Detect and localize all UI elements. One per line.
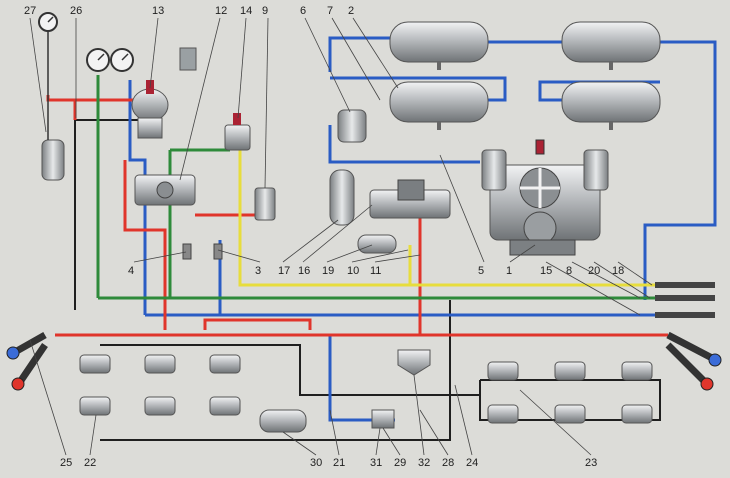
callout-12: 12 xyxy=(215,5,227,17)
oil-separator xyxy=(337,109,367,143)
driver-brake-valve xyxy=(131,80,169,139)
callout-17: 17 xyxy=(278,265,290,277)
relay-valve-lower xyxy=(371,409,395,429)
pressure-gauges xyxy=(38,12,134,140)
end-hoses xyxy=(6,282,722,391)
brake-cylinder-right-3 xyxy=(621,361,653,381)
top-switch-panel xyxy=(179,47,197,71)
callout-1: 1 xyxy=(506,265,512,277)
relay-valve-upper xyxy=(397,349,431,376)
brake-cylinder-right-1 xyxy=(487,361,519,381)
callout-18: 18 xyxy=(612,265,624,277)
pipe-black-right-loop xyxy=(479,379,661,421)
reservoir-bottom xyxy=(259,409,307,433)
callout-16: 16 xyxy=(298,265,310,277)
air-reservoirs xyxy=(41,21,661,433)
pipe-red-valve-loop xyxy=(203,318,312,330)
brake-cylinder-left-6 xyxy=(209,396,241,416)
pipe-blue-mid-link xyxy=(330,76,507,102)
brake-cylinder-right-4 xyxy=(487,404,519,424)
callout-3: 3 xyxy=(255,265,261,277)
pipe-blue-top-reservoirs xyxy=(328,36,390,72)
yellow-pipes xyxy=(238,140,655,287)
black-pipes xyxy=(74,119,661,441)
brake-cylinder-left-2 xyxy=(144,354,176,374)
filter-unit xyxy=(254,187,276,221)
brake-cylinder-right-2 xyxy=(554,361,586,381)
hose-left-upper xyxy=(6,331,47,360)
pipe-red-gauge-top xyxy=(46,95,77,120)
callout-5: 5 xyxy=(478,265,484,277)
callout-11: 11 xyxy=(370,265,381,277)
pipe-blue-to-compressor xyxy=(328,125,480,164)
reservoir-top-right xyxy=(561,21,661,70)
brake-cylinder-left-3 xyxy=(209,354,241,374)
callout-9: 9 xyxy=(262,5,268,17)
brake-cylinder-left-5 xyxy=(144,396,176,416)
reservoir-top-left xyxy=(389,21,489,70)
callout-leader-lines xyxy=(29,17,653,456)
reservoir-middle-right xyxy=(561,81,661,130)
reservoir-vertical-middle xyxy=(329,169,355,226)
callout-6: 6 xyxy=(300,5,306,17)
callout-22: 22 xyxy=(84,457,96,469)
handle-lever-left xyxy=(182,243,192,260)
pipe-blue-lower xyxy=(328,335,395,422)
auxiliary-valve xyxy=(224,113,251,151)
reservoir-small xyxy=(357,234,397,254)
callout-10: 10 xyxy=(347,265,359,277)
brake-cylinder-left-1 xyxy=(79,354,111,374)
callout-31: 31 xyxy=(370,457,382,469)
hose-right-upper xyxy=(666,331,722,367)
brake-cylinder-right-5 xyxy=(554,404,586,424)
handle-lever-right xyxy=(213,243,223,260)
callout-30: 30 xyxy=(310,457,322,469)
pipe-black-lower-loop xyxy=(100,344,480,396)
callout-26: 26 xyxy=(70,5,82,17)
hoses-right-upper-bundle xyxy=(655,282,715,318)
brake-cylinders xyxy=(79,354,653,424)
gauge-middle xyxy=(86,48,110,72)
callout-7: 7 xyxy=(327,5,333,17)
pipe-blue-left-vertical xyxy=(128,80,147,315)
callout-13: 13 xyxy=(152,5,164,17)
callout-14: 14 xyxy=(240,5,252,17)
gauge-right xyxy=(110,48,134,72)
callout-25: 25 xyxy=(60,457,72,469)
blue-pipes xyxy=(128,36,717,422)
brake-cylinder-left-4 xyxy=(79,396,111,416)
callout-24: 24 xyxy=(466,457,478,469)
callout-19: 19 xyxy=(322,265,334,277)
distribution-block xyxy=(134,174,196,206)
valves-and-units xyxy=(131,47,451,429)
pressure-regulator xyxy=(369,179,451,219)
callout-20: 20 xyxy=(588,265,600,277)
callout-23: 23 xyxy=(585,457,597,469)
callout-8: 8 xyxy=(566,265,572,277)
compressor xyxy=(481,139,609,256)
pipe-black-bottom-loop xyxy=(100,300,451,441)
callout-28: 28 xyxy=(442,457,454,469)
hose-left-lower xyxy=(11,343,48,391)
callout-32: 32 xyxy=(418,457,430,469)
gauge-left xyxy=(38,12,58,140)
reservoir-vertical-left xyxy=(41,139,65,181)
callout-4: 4 xyxy=(128,265,134,277)
callout-29: 29 xyxy=(394,457,406,469)
pipe-blue-right-out xyxy=(643,40,717,300)
callout-labels: 27 26 13 12 14 9 6 7 2 4 3 17 16 19 10 1… xyxy=(24,5,624,469)
pipe-yellow-main xyxy=(238,140,655,287)
callout-27: 27 xyxy=(24,5,36,17)
brake-cylinder-right-6 xyxy=(621,404,653,424)
reservoir-middle-left xyxy=(389,81,489,130)
hose-right-lower xyxy=(665,342,714,391)
pipe-red-left-vertical xyxy=(123,160,167,330)
callout-2: 2 xyxy=(348,5,354,17)
callout-21: 21 xyxy=(333,457,345,469)
callout-15: 15 xyxy=(540,265,552,277)
